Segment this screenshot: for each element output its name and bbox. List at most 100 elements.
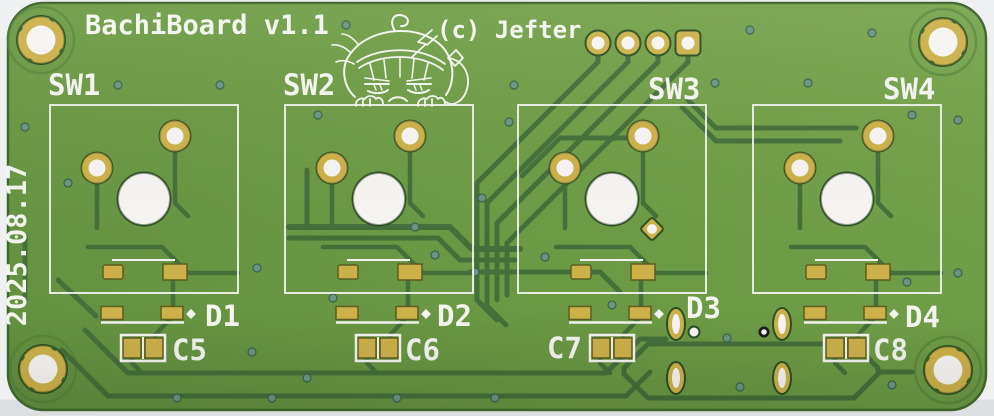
switch-label: SW1 [48,68,100,102]
via [504,117,514,127]
switch-pin-drill [556,159,574,177]
header-pad [584,29,612,57]
cap-pad [613,337,633,359]
switch-label: SW4 [883,72,935,106]
mounting-hole-drill [28,354,58,384]
diode-pad [160,305,184,321]
switch-center-hole [353,173,405,225]
switch-smd-pad [162,263,188,281]
date-text: 2025.08.17 [2,164,33,327]
header-pad [614,29,642,57]
switch-smd-pad [865,263,891,281]
via [710,78,720,88]
diode-label: D2 [437,299,472,333]
oval-pad-slot [672,368,680,388]
via [113,80,123,90]
cap-pad [144,337,164,359]
switch-pin-drill [401,127,419,145]
via [252,263,262,273]
switch-pin-drill [88,159,106,177]
cap-label: C8 [873,333,908,367]
mounting-hole-drill [26,25,56,55]
via [392,393,402,403]
via [267,393,277,403]
mounting-hole-drill [933,355,963,385]
diode-pad [628,305,652,321]
via [313,110,323,120]
cap-label: C5 [172,333,207,367]
via [735,382,745,392]
diode-pad [803,305,827,321]
copyright-text: (c) Jefter [437,16,582,44]
via [953,115,963,125]
via [341,20,351,30]
small-hole [687,325,701,339]
diode-label: D4 [905,300,940,334]
via [490,393,500,403]
small-hole-center [761,329,767,335]
oval-pad [772,307,792,341]
via [477,193,487,203]
oval-pad-slot [672,314,680,334]
switch-center-hole [586,173,638,225]
via [247,347,257,357]
mounting-hole-drill [928,27,958,57]
via [410,222,420,232]
header-pad-drill [681,36,695,50]
via [509,80,519,90]
cap-pad [122,337,142,359]
switch-center-hole [118,173,170,225]
small-hole-rim [687,325,701,339]
switch-pin-drill [791,159,809,177]
via [887,380,897,390]
switch-smd-pad [397,263,423,281]
switch-label: SW2 [283,68,335,102]
diode-label: D3 [686,291,721,325]
switch-pin-drill [634,127,652,145]
diode-pad [863,305,887,321]
header-pad-drill [591,36,605,50]
via [302,373,312,383]
cap-pad [825,337,845,359]
switch-smd-pad [805,264,827,280]
diode-pad [395,305,419,321]
switch-label: SW3 [648,72,700,106]
via [20,122,30,132]
via [902,277,912,287]
cap-pad [379,337,399,359]
via [607,300,617,310]
header-pad-drill [621,36,635,50]
header-pad [674,29,702,57]
diode-pad [100,305,124,321]
oval-pad-slot [778,314,786,334]
board-title: BachiBoard v1.1 [85,10,329,41]
switch-center-hole [821,173,873,225]
switch-smd-pad [630,263,656,281]
switch-pin-drill [166,127,184,145]
via [867,28,877,38]
oval-pad [666,361,686,395]
via [328,293,338,303]
via [63,178,73,188]
switch-smd-pad [102,264,124,280]
cap-label: C7 [547,331,582,365]
header-pad-drill [651,36,665,50]
oval-pad [666,307,686,341]
switch-extra-pad-drill [647,224,657,234]
diode-label: D1 [205,299,240,333]
oval-pad [772,361,792,395]
via [430,250,440,260]
small-hole [758,326,770,338]
diode-pad [568,305,592,321]
cap-pad [357,337,377,359]
via [215,80,225,90]
via [722,333,732,343]
via [953,268,963,278]
diode-pad [335,305,359,321]
via [745,25,755,35]
switch-smd-pad [570,264,592,280]
via [907,110,917,120]
via [172,393,182,403]
